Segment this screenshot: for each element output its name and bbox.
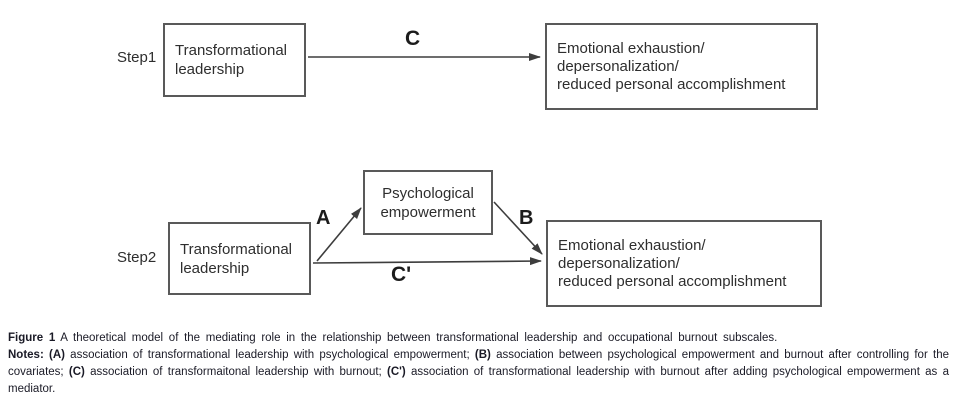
path-b-label: B bbox=[519, 207, 534, 229]
figure-title-line: Figure 1 A theoretical model of the medi… bbox=[8, 330, 949, 347]
arrow-path-b bbox=[493, 201, 543, 255]
step1-outcome-line3: reduced personal accomplishment bbox=[557, 75, 786, 93]
notes-label: Notes: bbox=[8, 349, 49, 361]
note-b-marker: (B) bbox=[474, 349, 491, 361]
note-c-text: association of transformaitonal leadersh… bbox=[84, 366, 387, 378]
step2-mediator-text: Psychological empowerment bbox=[380, 184, 476, 221]
figure-number-label: Figure 1 bbox=[8, 332, 56, 344]
arrow-path-c-prime bbox=[312, 257, 542, 266]
note-a-text: association of transformational leadersh… bbox=[64, 349, 475, 361]
step1-outcome-text: Emotional exhaustion/ depersonalization/… bbox=[547, 40, 785, 94]
step2-predictor-text: Transformational leadership bbox=[180, 240, 292, 277]
step2-outcome-box: Emotional exhaustion/ depersonalization/… bbox=[546, 220, 822, 307]
figure-caption: Figure 1 A theoretical model of the medi… bbox=[8, 330, 949, 398]
path-a-label: A bbox=[316, 207, 331, 229]
figure-title-text: A theoretical model of the mediating rol… bbox=[55, 332, 778, 344]
step2-predictor-box: Transformational leadership bbox=[168, 222, 311, 295]
step2-outcome-line2: depersonalization/ bbox=[558, 254, 680, 272]
step1-predictor-box: Transformational leadership bbox=[163, 23, 306, 97]
step2-outcome-line1: Emotional exhaustion/ bbox=[558, 236, 706, 254]
note-b-text: association between psychological empowe… bbox=[8, 349, 949, 378]
step1-label: Step1 bbox=[117, 49, 157, 66]
step2-label: Step2 bbox=[117, 249, 157, 266]
note-c-prime-text: association of transformational leadersh… bbox=[8, 366, 949, 395]
step2-outcome-text: Emotional exhaustion/ depersonalization/… bbox=[548, 237, 786, 291]
step1-outcome-line2: depersonalization/ bbox=[557, 57, 679, 75]
path-c-prime-label: C' bbox=[391, 263, 412, 286]
note-a-marker: (A) bbox=[49, 349, 65, 361]
step2-outcome-line3: reduced personal accomplishment bbox=[558, 272, 787, 290]
path-c-label: C bbox=[405, 27, 421, 50]
step1-outcome-box: Emotional exhaustion/ depersonalization/… bbox=[545, 23, 818, 110]
step2-mediator-box: Psychological empowerment bbox=[363, 170, 493, 235]
step1-predictor-text: Transformational leadership bbox=[175, 42, 287, 78]
note-c-prime-marker: (C') bbox=[387, 366, 406, 378]
step1-outcome-line1: Emotional exhaustion/ bbox=[557, 39, 705, 57]
figure-notes: Notes: (A) association of transformation… bbox=[8, 347, 949, 398]
note-c-marker: (C) bbox=[68, 366, 85, 378]
